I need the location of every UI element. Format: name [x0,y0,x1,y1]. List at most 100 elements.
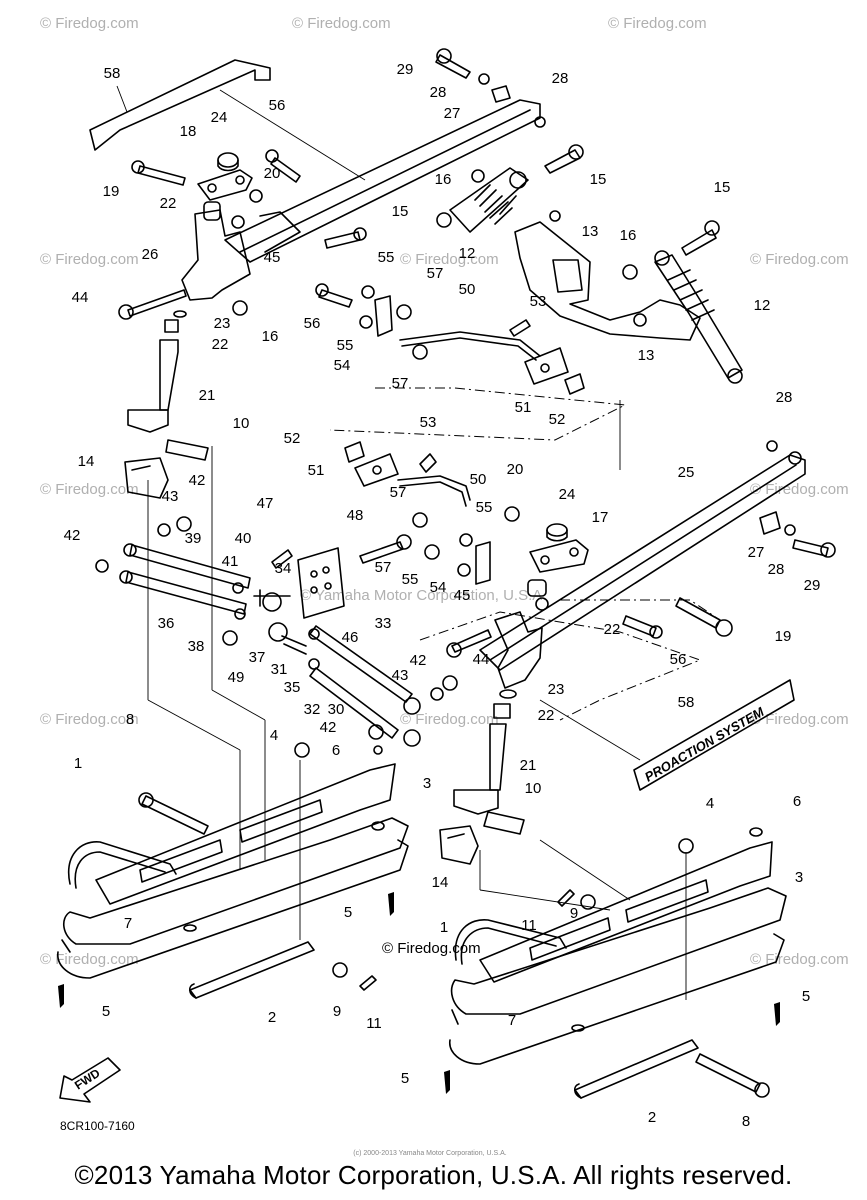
nut-42-upper [176,516,192,532]
nut-57-a [396,304,412,320]
bolt-11-right [557,889,575,907]
rod-end-31 [281,635,307,655]
callout-14: 14 [78,453,95,470]
bushing-55-mid [459,533,473,547]
callout-31: 31 [271,661,288,678]
decal-58-lower: PROACTION SYSTEM [633,679,795,791]
callout-11: 11 [366,1015,382,1032]
nut-57-b [412,344,428,360]
bolt-56-lower [622,615,663,639]
footer-small-print: (c) 2000-2013 Yamaha Motor Corporation, … [353,1150,507,1157]
ball-joint-40 [262,592,282,612]
nut-49 [222,630,238,646]
callout-8: 8 [742,1113,750,1130]
callout-12: 12 [754,297,771,314]
link-54-mid [475,541,491,585]
callout-21: 21 [520,757,537,774]
callout-53: 53 [530,293,547,310]
shock-absorber-12-right [654,250,743,384]
bushing-27-top [491,85,511,103]
cap-24 [217,152,239,172]
stud-5-left-b [388,892,394,916]
fwd-label: FWD [72,1066,103,1093]
ski-right [449,841,787,1099]
nut-16-right [622,264,638,280]
callout-2: 2 [648,1109,656,1126]
callout-2: 2 [268,1009,276,1026]
callout-39: 39 [185,530,202,547]
bushing-55-a [361,285,375,299]
callout-9: 9 [570,905,578,922]
washer-23-top [173,310,187,318]
nut-20-top [249,189,263,203]
washer-7-left [183,924,197,932]
nut-4-right [678,838,694,854]
callout-57: 57 [392,375,409,392]
adjuster-plate-34 [297,547,345,619]
watermark-firedog: © Firedog.com [750,711,849,728]
callout-28: 28 [552,70,569,87]
rod-50-top [399,331,541,361]
ski-left [57,763,409,999]
nut-42-right [442,675,458,691]
callout-52: 52 [549,411,566,428]
watermark-firedog: © Firedog.com [750,481,849,498]
bracket-18 [197,169,253,201]
callout-51: 51 [515,399,532,416]
callout-10: 10 [525,780,542,797]
callout-23: 23 [548,681,565,698]
callout-3: 3 [795,869,803,886]
callout-56: 56 [269,97,286,114]
callout-4: 4 [706,795,714,812]
nut-4-left [294,742,310,758]
watermark-firedog: © Firedog.com [292,15,391,32]
callout-5: 5 [401,1070,409,1087]
copyright-notice: ©2013 Yamaha Motor Corporation, U.S.A. A… [74,1160,793,1190]
stabilizer-rod-50-mid [397,475,471,507]
nut-42-left [95,559,109,573]
spindle-housing-lower [494,579,549,689]
callout-36: 36 [158,615,175,632]
callout-1: 1 [74,755,82,772]
bolt-44-lower [446,629,492,658]
guide-line-right [560,599,721,621]
callout-6: 6 [332,742,340,759]
washer-28-lower [766,440,778,452]
callout-11: 11 [521,917,537,934]
callout-29: 29 [804,577,821,594]
washer-28-top [478,73,490,85]
bracket-51-mid [354,453,399,487]
washer-28-right [534,116,546,128]
callout-57: 57 [427,265,444,282]
diagram-code: 8CR100-7160 [60,1119,135,1133]
callout-50: 50 [459,281,476,298]
callout-38: 38 [188,638,205,655]
callout-57: 57 [375,559,392,576]
callout-44: 44 [473,651,490,668]
callout-3: 3 [423,775,431,792]
callout-28: 28 [430,84,447,101]
bolt-11-left [359,975,377,991]
callout-55: 55 [337,337,354,354]
callout-7: 7 [508,1012,516,1029]
washer-23-lower [499,689,517,699]
callout-26: 26 [142,246,159,263]
leader-lines [147,89,687,1000]
guide-line-mid [419,611,702,721]
callout-23: 23 [214,315,231,332]
bolt-15-b [681,220,720,256]
bushing-27-lower [759,511,781,535]
watermark-firedog: © Firedog.com [40,15,139,32]
callout-5: 5 [344,904,352,921]
cap-24-lower [546,523,568,542]
cap-52-top [564,373,585,395]
collar-22-top [164,319,179,333]
callout-40: 40 [235,530,252,547]
nut-57-c [424,544,440,560]
callout-55: 55 [378,249,395,266]
bushing-55-b [359,315,373,329]
callout-8: 8 [126,711,134,728]
bracket-14-left [124,457,169,499]
bushing-55-c [457,563,471,577]
